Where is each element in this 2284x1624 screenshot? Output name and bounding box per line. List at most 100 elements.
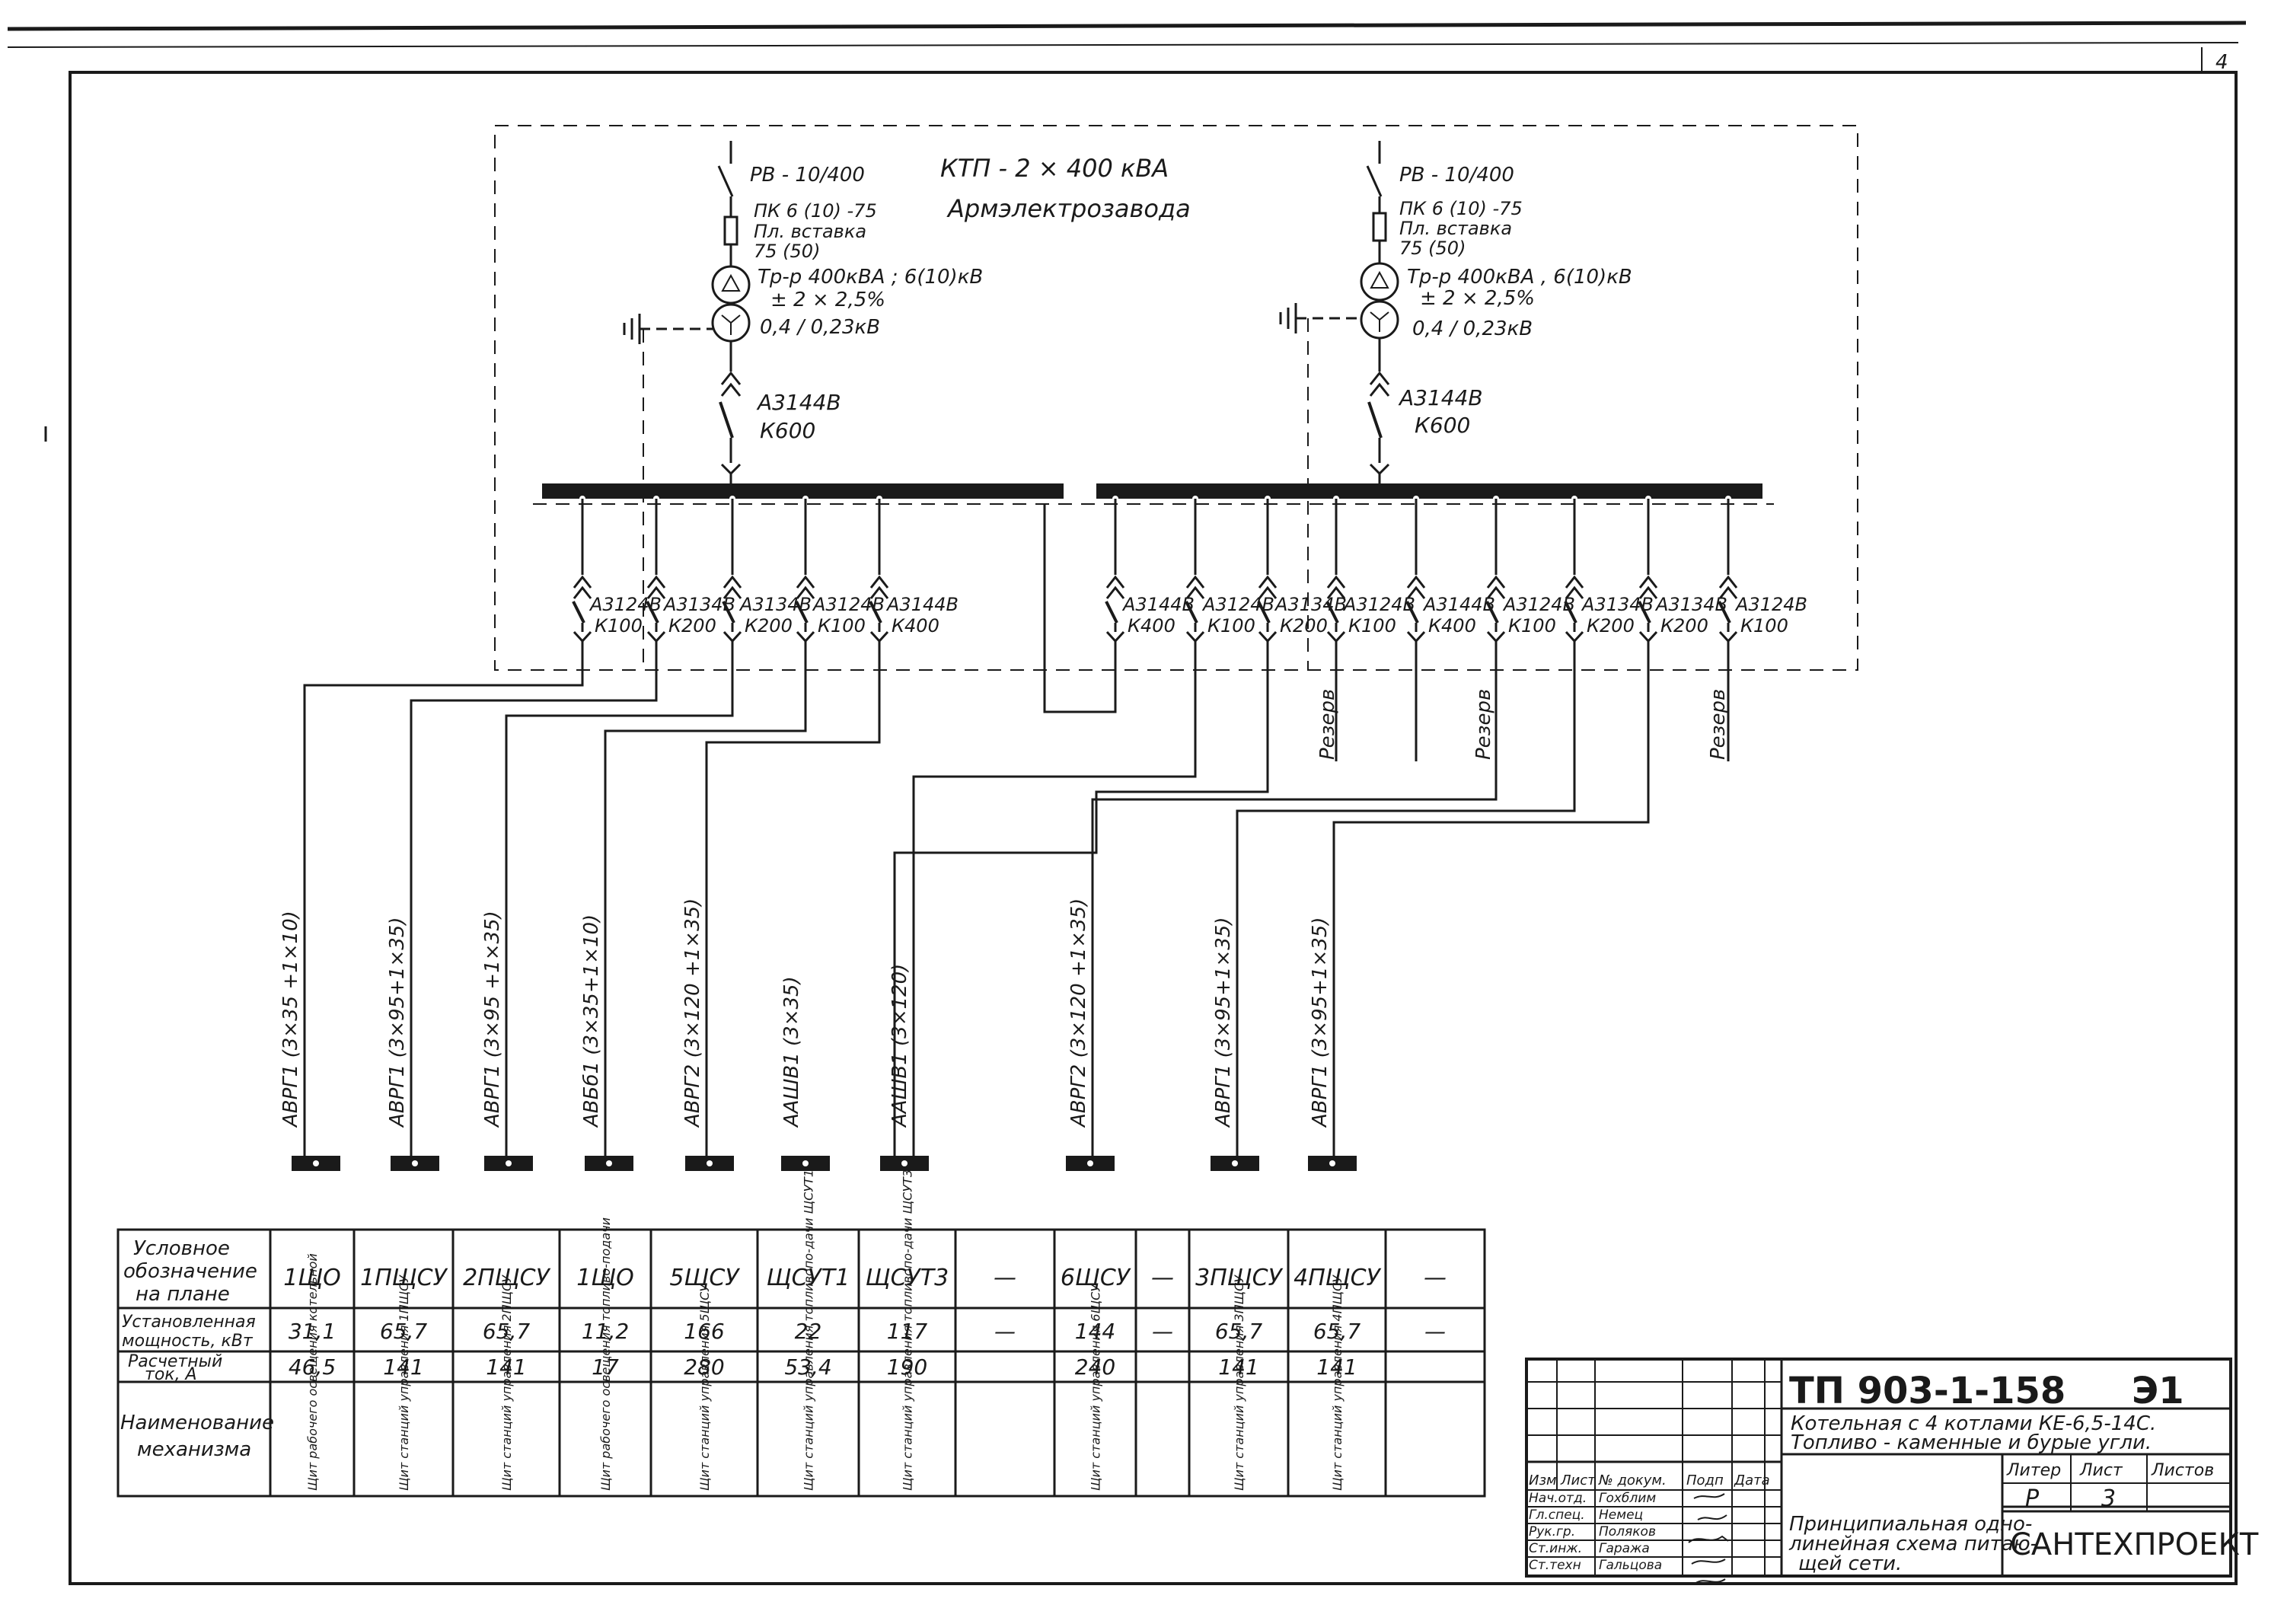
tb-role-1: Нач.отд. bbox=[1529, 1491, 1587, 1506]
designation-cell: ЩСУТ1 bbox=[767, 1265, 850, 1291]
fuse-icon bbox=[723, 215, 738, 246]
power-cell: 166 bbox=[684, 1319, 724, 1344]
cable-label-7: ААШВ1 (3×120) bbox=[888, 964, 911, 1128]
designation-cell: 1ЩО bbox=[283, 1265, 341, 1291]
feeder-breaker-rating: К100 bbox=[1740, 615, 1788, 637]
fuse-icon bbox=[1372, 212, 1387, 242]
feeder-breaker-rating: К400 bbox=[1428, 615, 1476, 637]
disconnector-label-1: РВ - 10/400 bbox=[750, 164, 865, 187]
fuse-label-2a: ПК 6 (10) -75 bbox=[1399, 198, 1523, 219]
main-breaker-label-1b: К600 bbox=[760, 418, 815, 443]
cable-label-5: АВРГ2 (3×120 +1×35) bbox=[681, 898, 704, 1128]
transformer-label-2c: 0,4 / 0,23кВ bbox=[1412, 317, 1533, 340]
feeder-breaker-rating: К200 bbox=[745, 615, 793, 637]
power-cell: 117 bbox=[887, 1319, 928, 1344]
current-cell: 17 bbox=[592, 1354, 619, 1380]
feeder-breaker-rating: К100 bbox=[1348, 615, 1396, 637]
mechanism-cell: Щит станций управления топливопо-дачи ЩС… bbox=[802, 1169, 816, 1491]
designation-cell: 4ПЩСУ bbox=[1294, 1265, 1381, 1291]
power-cell: 144 bbox=[1075, 1319, 1115, 1344]
fuse-label-1c: 75 (50) bbox=[754, 241, 820, 262]
cable-label-10: АВРГ1 (3×95+1×35) bbox=[1309, 917, 1332, 1129]
designation-cell: ЩСУТ3 bbox=[866, 1265, 949, 1291]
feeder-breaker-rating: К200 bbox=[1280, 615, 1328, 637]
transformer-label-1a: Тр-р 400кВА ; 6(10)кВ bbox=[758, 266, 983, 289]
feeder-breaker-type: А3134В bbox=[1654, 594, 1727, 615]
current-cell: 141 bbox=[1316, 1354, 1357, 1380]
feeder-breaker-type: А3124В bbox=[812, 594, 885, 615]
cable-terminals bbox=[292, 1156, 1357, 1171]
fuse-label-1a: ПК 6 (10) -75 bbox=[754, 200, 877, 222]
tb-name-1: Гохблим bbox=[1599, 1491, 1656, 1506]
feeder-breaker-rating: К400 bbox=[892, 615, 939, 637]
cable-label-1: АВРГ1 (3×35 +1×10) bbox=[279, 911, 302, 1128]
main-breaker-label-2b: К600 bbox=[1415, 413, 1470, 438]
current-cell: 53,4 bbox=[784, 1354, 831, 1380]
feeder-breaker-rating: К200 bbox=[1660, 615, 1708, 637]
designation-cell: 2ПЩСУ bbox=[463, 1265, 550, 1291]
signature-marks bbox=[1688, 1493, 1729, 1584]
current-cell: 190 bbox=[887, 1354, 927, 1380]
current-cell: 46,5 bbox=[289, 1354, 336, 1380]
sheet-code: Э1 bbox=[2132, 1370, 2184, 1412]
busbars bbox=[533, 483, 1774, 505]
transformer-label-2a: Тр-р 400кВА , 6(10)кВ bbox=[1407, 266, 1632, 289]
feeder-breaker-type: А3144В bbox=[1422, 594, 1495, 615]
cable-terminal-5 bbox=[685, 1156, 734, 1171]
main-breaker-label-1a: А3144В bbox=[756, 390, 841, 415]
transformer-label-1c: 0,4 / 0,23кВ bbox=[760, 316, 880, 339]
cable-terminal-4 bbox=[585, 1156, 633, 1171]
transformer-branch-1: РВ - 10/400 ПК 6 (10) -75 Пл. вставка 75… bbox=[623, 141, 983, 670]
cable-label-2: АВРГ1 (3×95+1×35) bbox=[386, 917, 409, 1129]
cable-label-4: АВБб1 (3×35+1×10) bbox=[580, 914, 603, 1128]
table-header-designation-1: Условное bbox=[133, 1237, 230, 1260]
feeder-breaker-type: А3124В bbox=[589, 594, 662, 615]
busbar-1 bbox=[542, 483, 1064, 499]
feeder-breaker-rating: К400 bbox=[1128, 615, 1175, 637]
tb-role-4: Ст.инж. bbox=[1529, 1541, 1582, 1556]
mechanism-cell: Щит станций управления 4ПЩСУ bbox=[1330, 1275, 1345, 1491]
feeder-breaker-rating: К100 bbox=[1207, 615, 1255, 637]
power-cell: 65,7 bbox=[1215, 1319, 1263, 1344]
transformer-label-1b: ± 2 × 2,5% bbox=[770, 289, 885, 311]
feeder-breaker-type: А3134В bbox=[1274, 594, 1347, 615]
ktp-enclosure: КТП - 2 × 400 кВА Армэлектрозавода bbox=[494, 125, 1858, 671]
col-sign: Подп bbox=[1686, 1472, 1724, 1488]
stage-header: Литер bbox=[2006, 1461, 2061, 1480]
feeder-breaker-rating: К100 bbox=[1508, 615, 1556, 637]
transformer-branch-2: РВ - 10/400 ПК 6 (10) -75 Пл. вставка 75… bbox=[1279, 141, 1632, 670]
mechanism-cell: Щит станций управления 1ПЩСУ bbox=[397, 1275, 411, 1491]
title-block: ТП 903-1-158 Э1 Котельная с 4 котлами КЕ… bbox=[1525, 1358, 2259, 1584]
feeder-breaker-type: А3124В bbox=[1342, 594, 1415, 615]
drawing-name-2: линейная схема питаю- bbox=[1788, 1533, 2037, 1555]
feeder-breaker-type: А3144В bbox=[1121, 594, 1195, 615]
designation-cell: — bbox=[1424, 1265, 1447, 1291]
table-header-power-2: мощность, кВт bbox=[122, 1332, 254, 1351]
tb-name-2: Немец bbox=[1599, 1508, 1643, 1523]
fuse-label-1b: Пл. вставка bbox=[754, 221, 866, 242]
drawing-name-3: щей сети. bbox=[1798, 1552, 1902, 1575]
current-cell: 280 bbox=[684, 1354, 724, 1380]
table-header-power-1: Установленная bbox=[122, 1313, 256, 1332]
power-cell: 22 bbox=[795, 1319, 822, 1344]
drawing-name-1: Принципиальная одно- bbox=[1789, 1513, 2032, 1536]
feeder-breaker-rating: К100 bbox=[818, 615, 866, 637]
power-cell: 65,7 bbox=[483, 1319, 531, 1344]
designation-cell: 5ЩСУ bbox=[669, 1265, 740, 1291]
fuse-label-2b: Пл. вставка bbox=[1399, 218, 1512, 239]
tb-name-4: Гаража bbox=[1599, 1541, 1650, 1556]
cable-terminal-3 bbox=[484, 1156, 533, 1171]
stage-value: Р bbox=[2025, 1485, 2040, 1512]
feeder-breakers: А3124ВК100А3134ВК200А3134ВК200А3124ВК100… bbox=[572, 496, 1807, 651]
cable-terminal-2 bbox=[391, 1156, 439, 1171]
feeder-breaker-type: А3144В bbox=[885, 594, 959, 615]
transformer-delta-icon bbox=[1360, 262, 1399, 302]
cable-labels: АВРГ1 (3×35 +1×10) АВРГ1 (3×95+1×35) АВРГ1… bbox=[279, 898, 1332, 1128]
table-header-current-1: Расчетный bbox=[128, 1352, 222, 1371]
